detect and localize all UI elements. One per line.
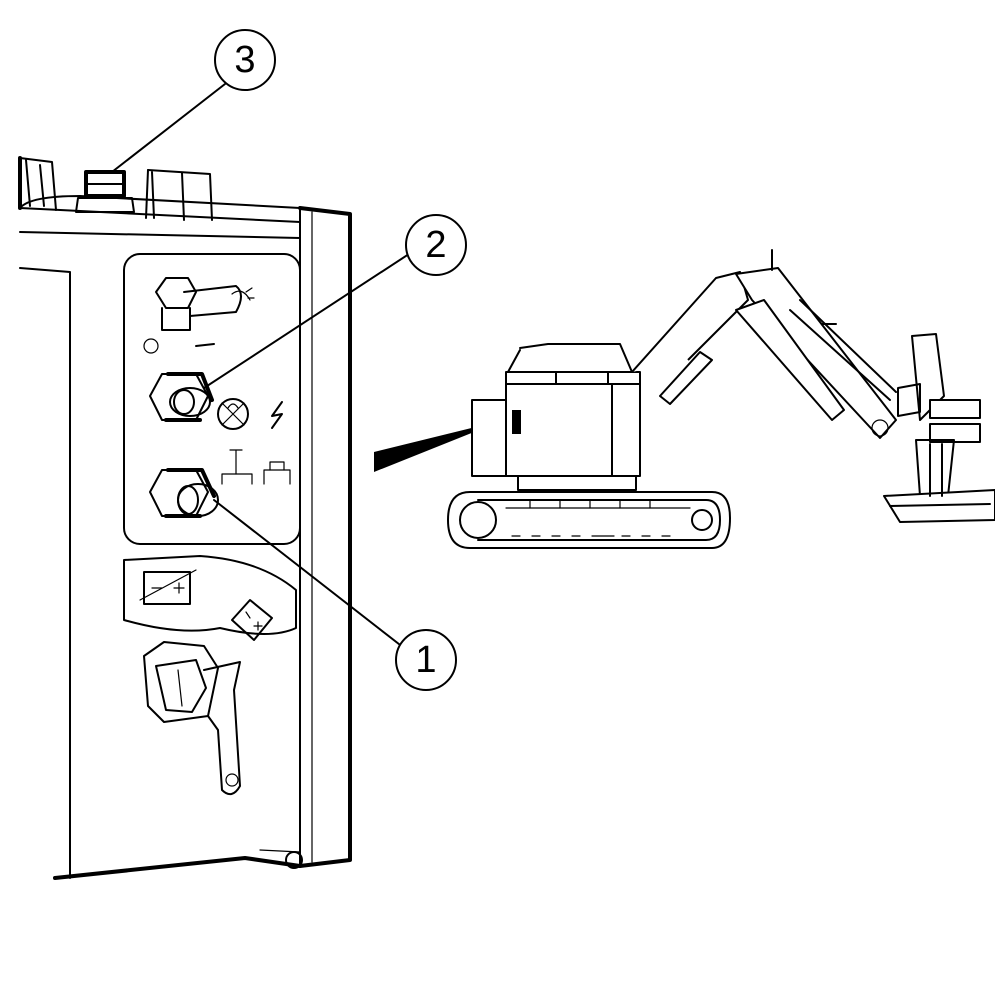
- top-connectors: [19, 157, 213, 221]
- engine-stop-icon: [217, 398, 249, 430]
- battery-switch-plate: [123, 555, 297, 641]
- battery-disconnect-key-switch: [143, 641, 241, 796]
- callout-leaders: [111, 83, 413, 649]
- callout-2: 2: [405, 214, 467, 276]
- battery-off-icon: [139, 569, 197, 605]
- machine-cab: [471, 343, 641, 491]
- battery-on-icon: [231, 599, 273, 641]
- lightning-icon: [271, 401, 283, 429]
- engine-shutdown-switch-2: [149, 372, 283, 430]
- battery-terminal-icons: [221, 449, 291, 485]
- callout-1-label: 1: [415, 639, 436, 681]
- callout-3-label: 3: [234, 39, 255, 81]
- callout-1: 1: [395, 629, 457, 691]
- callout-2-label: 2: [425, 224, 446, 266]
- main-fuse-3: [75, 170, 135, 213]
- battery-disconnect-switch-1: [149, 468, 219, 518]
- felling-head: [883, 333, 995, 523]
- machine-tracks: [447, 491, 731, 549]
- switch-plate: [123, 253, 301, 545]
- machine-boom: [631, 249, 897, 439]
- callout-3: 3: [214, 29, 276, 91]
- work-light-icon: [231, 287, 255, 301]
- feller-buncher-machine: [374, 249, 995, 549]
- work-light-toggle: [143, 277, 255, 354]
